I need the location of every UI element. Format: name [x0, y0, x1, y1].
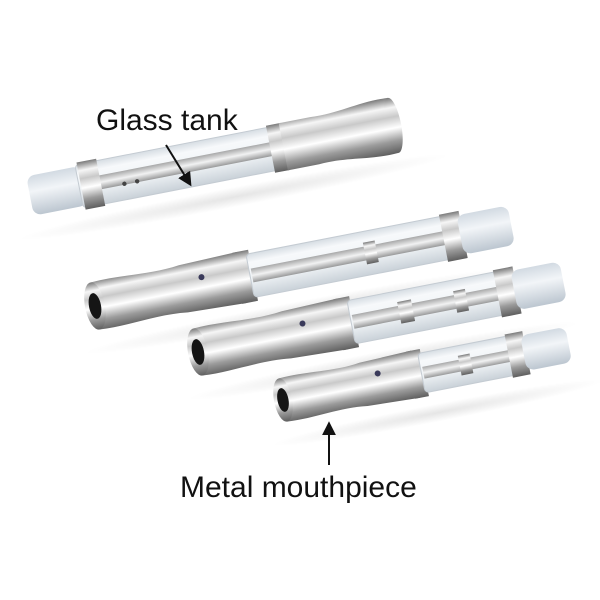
silicone-cap	[521, 328, 571, 370]
metal-mouthpiece	[193, 298, 349, 376]
center-post	[250, 229, 455, 283]
silicone-cap	[511, 262, 566, 309]
cartridge-1	[17, 97, 450, 241]
center-post	[422, 347, 523, 379]
silicone-cap	[27, 167, 87, 215]
silicone-cap	[457, 206, 514, 254]
metal-mouthpiece	[278, 350, 421, 422]
center-post	[99, 139, 289, 190]
glass-tank-arrow	[165, 144, 192, 187]
metal-mouthpiece-label: Metal mouthpiece	[180, 471, 417, 504]
glass-tank-label: Glass tank	[96, 104, 238, 137]
center-post	[351, 284, 510, 329]
metal-mouthpiece	[278, 97, 399, 171]
metal-mouthpiece	[90, 251, 248, 330]
base-ring	[76, 158, 106, 210]
cartridge-4	[271, 328, 600, 447]
